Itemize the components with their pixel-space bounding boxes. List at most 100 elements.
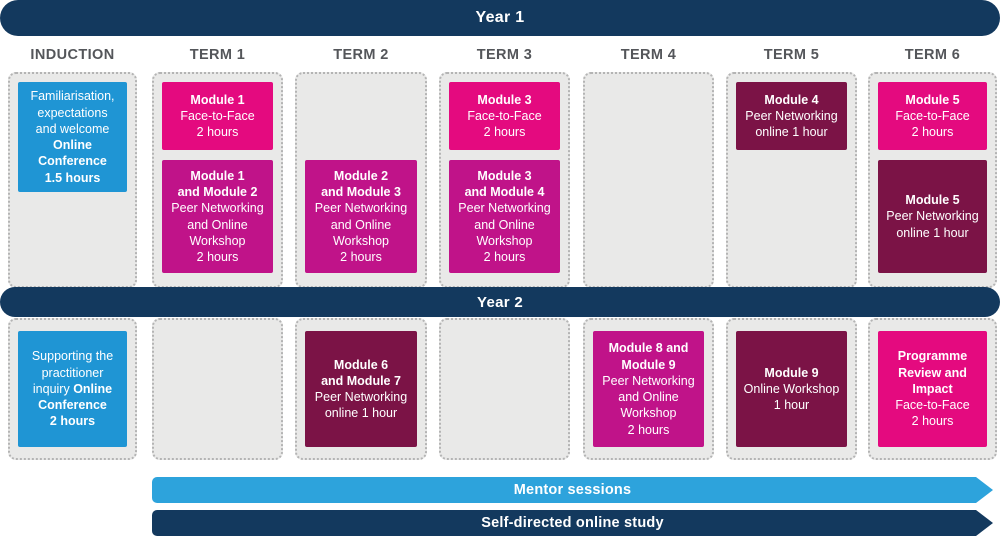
- card-line: Familiarisation,: [30, 88, 114, 104]
- card-text: Module 5: [905, 193, 960, 208]
- card-text: and Module 4: [464, 185, 545, 199]
- card-line: Peer Networking: [315, 389, 407, 405]
- card-line: practitioner: [42, 365, 104, 381]
- card-text: Peer Networking: [886, 209, 979, 224]
- card-text: Module 2: [333, 168, 389, 183]
- card-text: and Online: [187, 217, 248, 232]
- card-text: Online Workshop: [743, 381, 840, 396]
- card-line: 2 hours: [197, 249, 239, 265]
- card-line: Module 1: [190, 92, 244, 108]
- card-text: Module 5: [905, 92, 960, 107]
- card-line: and Online: [618, 389, 678, 405]
- card-text: inquiry: [32, 381, 74, 396]
- card-text: Conference: [38, 398, 107, 413]
- card-text: Workshop: [332, 233, 390, 248]
- card-line: and Module 7: [321, 373, 401, 389]
- card-line: inquiry Online: [33, 381, 112, 397]
- self-directed-study-label: Self-directed online study: [481, 515, 664, 531]
- card-text: Familiarisation,: [30, 89, 115, 104]
- column-header-term-1: TERM 1: [189, 47, 246, 63]
- column-header-term-6: TERM 6: [904, 47, 961, 63]
- card-line: Workshop: [189, 233, 245, 249]
- card-text: and Online: [618, 390, 679, 404]
- card-line: online 1 hour: [755, 124, 827, 140]
- card-line: Module 5: [905, 92, 959, 108]
- year2-column-term-1: [152, 318, 283, 460]
- card-line: Peer Networking: [745, 108, 837, 124]
- card-line: Module 2: [334, 168, 388, 184]
- card-line: online 1 hour: [896, 225, 968, 241]
- card-line: Module 5: [905, 192, 959, 208]
- column-header-term-5: TERM 5: [763, 47, 820, 63]
- mentor-sessions-banner: Mentor sessions: [152, 477, 993, 503]
- card-text: and Module 2: [177, 185, 258, 199]
- card-line: Peer Networking: [886, 208, 978, 224]
- card-text: Module 9: [764, 365, 819, 380]
- card-text: Module 8 and: [608, 341, 689, 356]
- card-text: Peer Networking: [602, 373, 695, 388]
- card-line: Programme: [898, 348, 967, 364]
- card-text: Peer Networking: [458, 201, 551, 216]
- column-header-term-2: TERM 2: [333, 47, 389, 63]
- card-line: Online Workshop: [744, 381, 840, 397]
- card-line: 1 hour: [774, 397, 809, 413]
- card-line: Module 3: [477, 92, 531, 108]
- card-text: 2 hours: [483, 250, 526, 264]
- card-line: and Online: [331, 217, 391, 233]
- card-line: 2 hours: [484, 249, 526, 265]
- column-header-term-4: TERM 4: [620, 47, 677, 63]
- card-text: and Online: [474, 217, 535, 232]
- year1-banner-label: Year 1: [475, 9, 525, 26]
- card-line: Online: [53, 137, 92, 153]
- card-line: 2 hours: [197, 124, 239, 140]
- card-line: Face-to-Face: [180, 108, 254, 124]
- card-line: 1.5 hours: [45, 170, 101, 186]
- card-text: online 1 hour: [755, 125, 828, 140]
- card-text: 2 hours: [911, 414, 954, 429]
- column-header-term-3: TERM 3: [476, 47, 533, 63]
- card-line: Module 3: [477, 168, 531, 184]
- card-line: online 1 hour: [325, 405, 397, 421]
- card-line: Module 6: [334, 357, 388, 373]
- card-text: Peer Networking: [314, 201, 408, 216]
- card-text: Workshop: [189, 233, 246, 248]
- card-line: Peer Networking: [171, 200, 263, 216]
- card-line: Peer Networking: [602, 373, 694, 389]
- card-line: and Module 2: [178, 184, 258, 200]
- mentor-sessions-label: Mentor sessions: [513, 482, 632, 498]
- card-line: Review and: [898, 365, 967, 381]
- self-directed-study-banner: Self-directed online study: [152, 510, 993, 536]
- card-text: 2 hours: [340, 250, 382, 264]
- year1-column-term-4: [583, 72, 714, 288]
- card-line: Module 4: [764, 92, 818, 108]
- card-line: 2 hours: [340, 249, 382, 265]
- card-text: Module 1: [190, 92, 245, 107]
- card-text: Face-to-Face: [895, 108, 970, 123]
- card-line: and Module 3: [321, 184, 401, 200]
- card-text: Peer Networking: [314, 390, 408, 404]
- year1-banner: Year 1: [0, 0, 1000, 36]
- card-text: Impact: [912, 381, 953, 396]
- card-text: and Online: [330, 217, 392, 232]
- card-text: Peer Networking: [171, 201, 264, 216]
- card-text: Online: [73, 381, 113, 396]
- card-text: 2 hours: [627, 422, 670, 437]
- card-line: Module 9: [764, 365, 818, 381]
- card-line: Face-to-Face: [467, 108, 541, 124]
- card-line: Workshop: [620, 405, 676, 421]
- card-text: 2 hours: [911, 125, 954, 140]
- card-text: Programme: [897, 349, 968, 364]
